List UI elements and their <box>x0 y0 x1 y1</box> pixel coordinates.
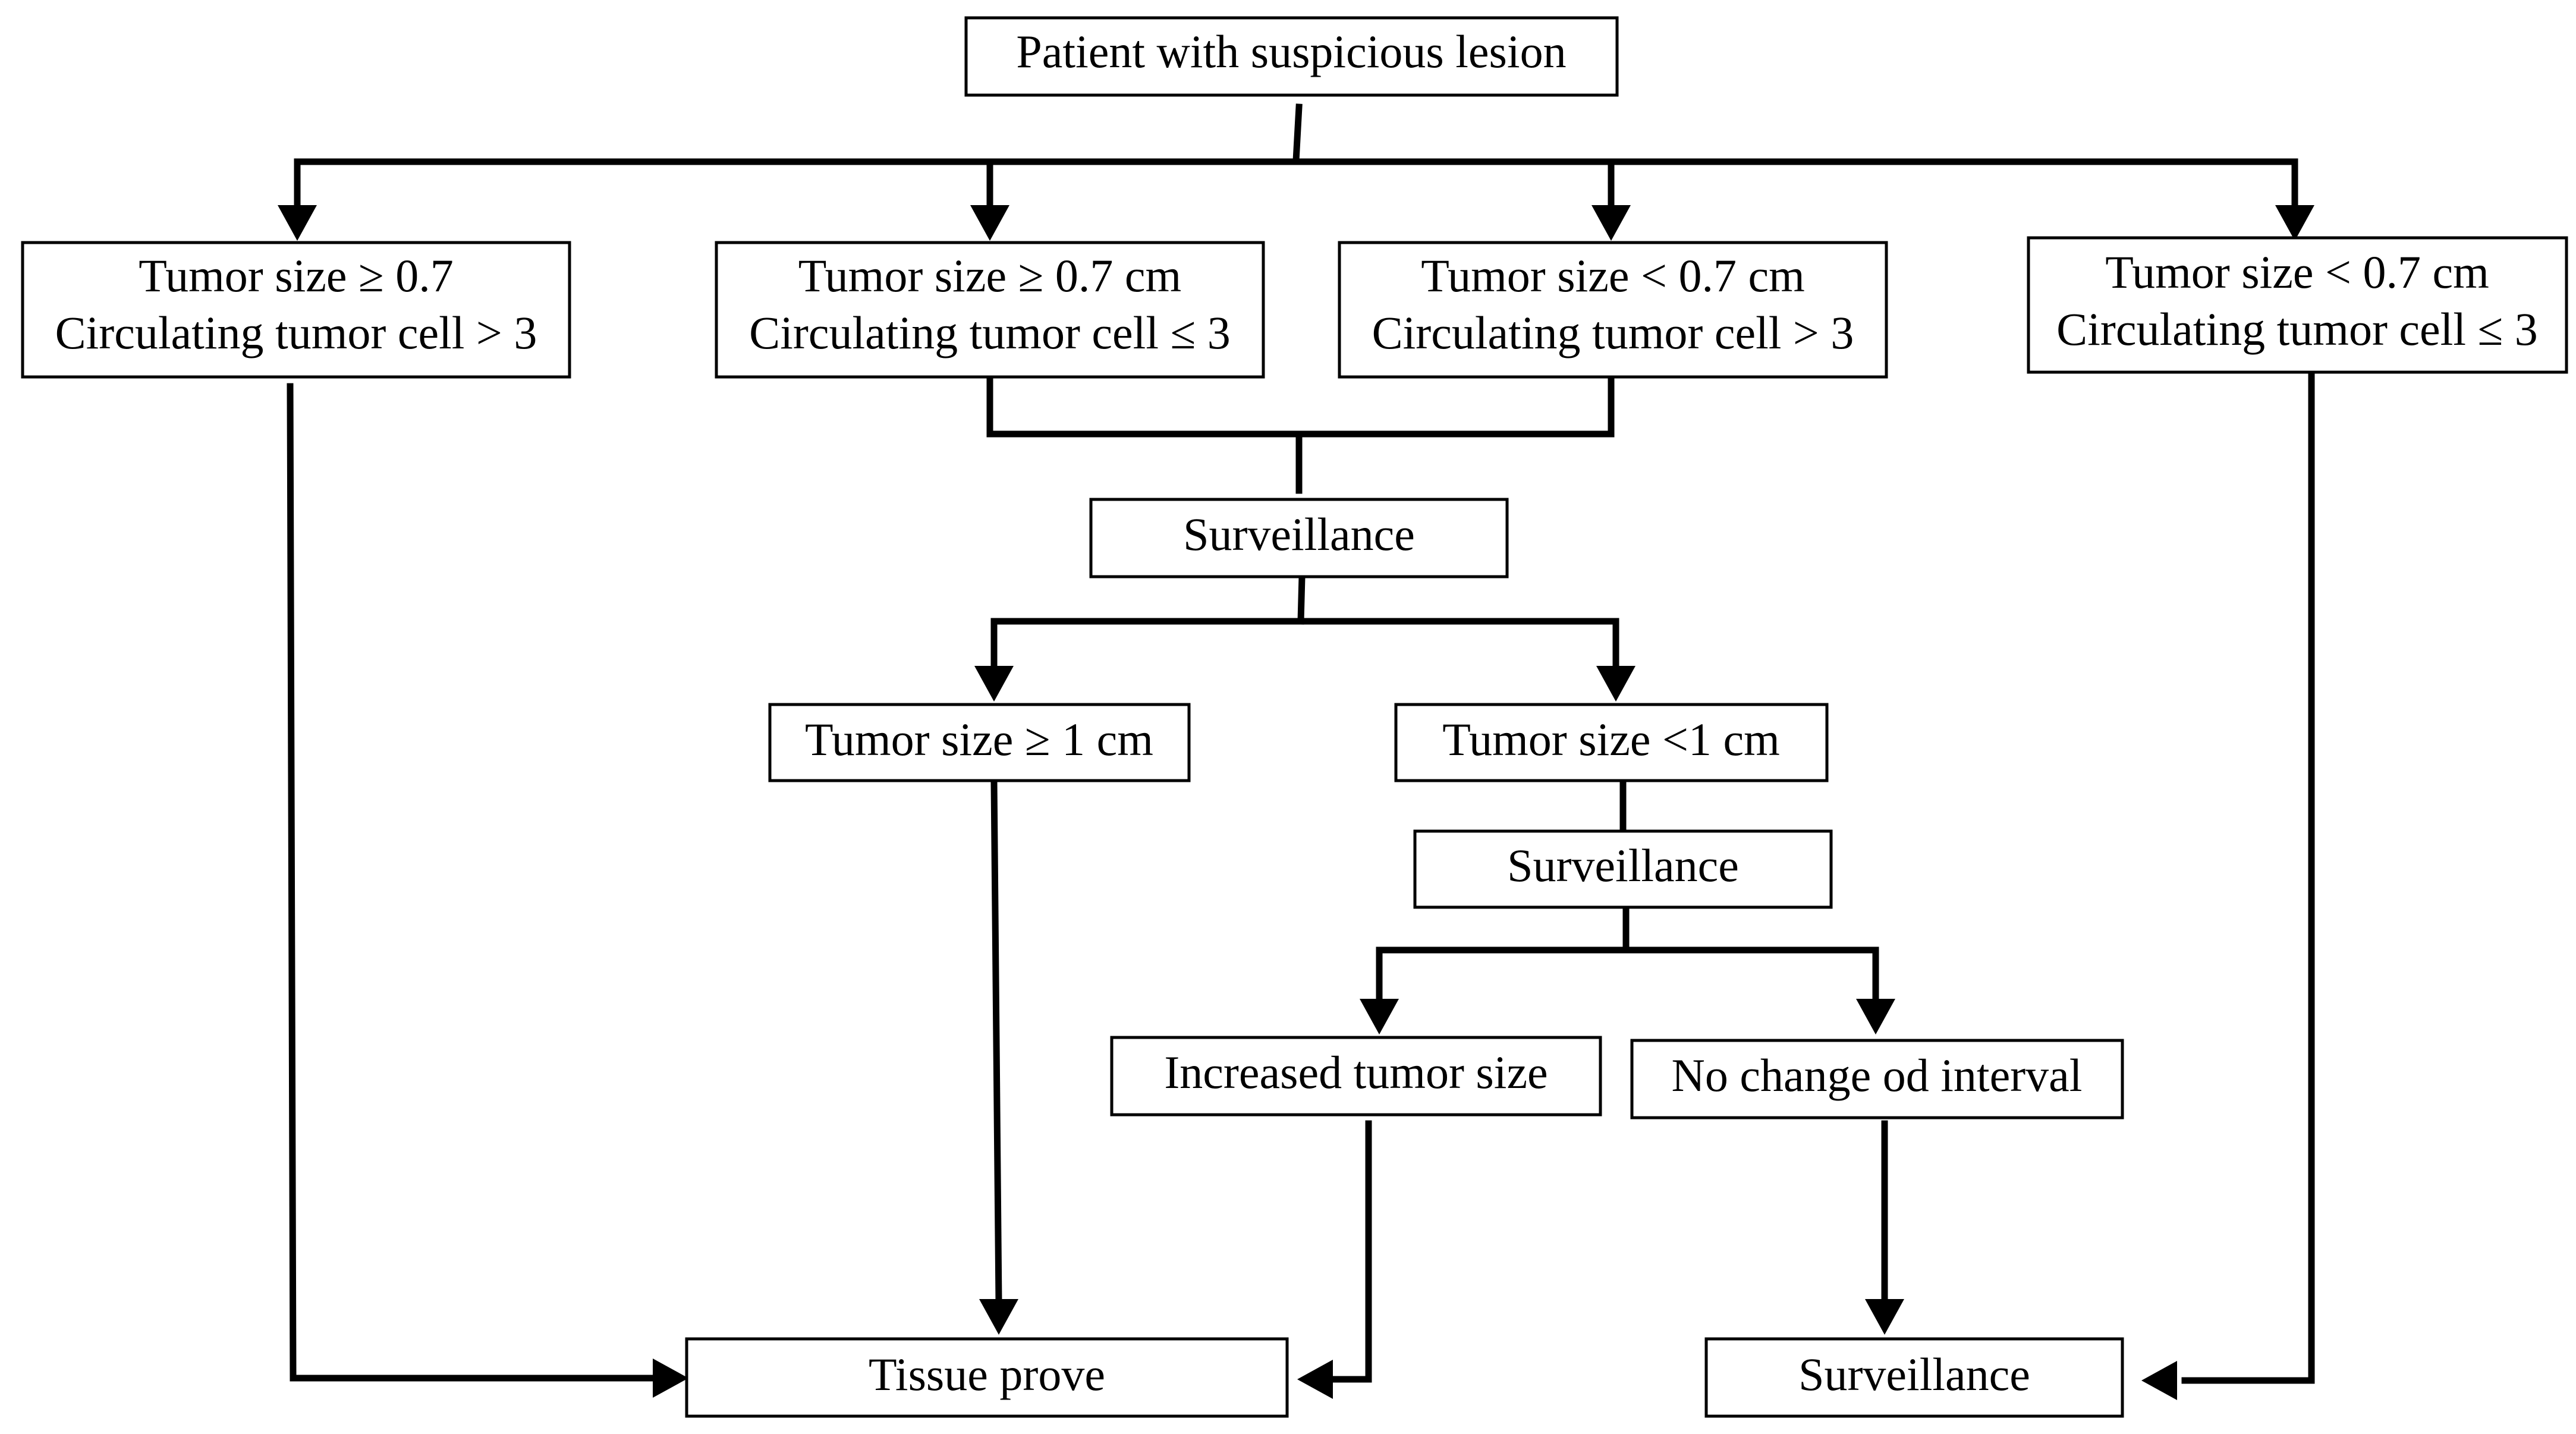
node-no-change-label: No change od interval <box>1672 1049 2083 1101</box>
node-tissue-prove-label: Tissue prove <box>869 1348 1105 1400</box>
node-no-change: No change od interval <box>1630 1039 2124 1119</box>
connectors <box>287 103 2315 1384</box>
connector-surveillance-1-split <box>990 573 1619 625</box>
node-surveillance-final-label: Surveillance <box>1798 1348 2030 1400</box>
connector-case-large-high-ctc-to-tissue-prove <box>287 383 663 1382</box>
node-surveillance-1-label: Surveillance <box>1183 508 1415 560</box>
node-increased-size: Increased tumor size <box>1110 1036 1602 1117</box>
arrowhead-case-small-high-ctc <box>1591 205 1631 241</box>
node-case-small-low-ctc-line-1: Tumor size < 0.7 cm <box>2105 246 2489 298</box>
node-case-small-low-ctc: Tumor size < 0.7 cm Circulating tumor ce… <box>2027 236 2568 374</box>
node-surveillance-1: Surveillance <box>1089 498 1509 578</box>
arrowhead-increased-size <box>1360 999 1399 1034</box>
node-size-ge-1cm: Tumor size ≥ 1 cm <box>768 703 1191 782</box>
node-case-small-high-ctc-line-1: Tumor size < 0.7 cm <box>1421 250 1805 301</box>
connector-increased-size-to-tissue-prove <box>1322 1120 1372 1383</box>
node-case-large-low-ctc: Tumor size ≥ 0.7 cm Circulating tumor ce… <box>715 241 1265 379</box>
node-surveillance-final: Surveillance <box>1704 1337 2124 1418</box>
node-increased-size-label: Increased tumor size <box>1164 1046 1548 1098</box>
arrowhead-tissue-prove-from-left <box>653 1358 688 1398</box>
connector-start-stem <box>1292 103 1303 164</box>
node-case-large-high-ctc-line-2: Circulating tumor cell > 3 <box>55 307 537 358</box>
node-case-large-low-ctc-line-1: Tumor size ≥ 0.7 cm <box>798 250 1181 301</box>
connector-case-small-low-ctc-to-surveillance <box>2181 371 2315 1384</box>
node-size-ge-1cm-label: Tumor size ≥ 1 cm <box>805 713 1153 765</box>
arrowhead-case-large-low-ctc <box>970 205 1009 241</box>
arrowhead-surveillance-from-top <box>1865 1299 1904 1335</box>
node-tissue-prove: Tissue prove <box>685 1337 1289 1418</box>
arrowhead-surveillance-from-right <box>2141 1361 2177 1400</box>
node-case-large-high-ctc: Tumor size ≥ 0.7 Circulating tumor cell … <box>21 241 571 379</box>
node-case-small-low-ctc-line-2: Circulating tumor cell ≤ 3 <box>2056 303 2538 355</box>
node-case-large-high-ctc-line-1: Tumor size ≥ 0.7 <box>139 250 454 301</box>
node-start: Patient with suspicious lesion <box>964 16 1619 97</box>
arrowhead-size-lt-1cm <box>1596 666 1635 702</box>
node-case-small-high-ctc-line-2: Circulating tumor cell > 3 <box>1372 307 1854 358</box>
arrowhead-case-small-low-ctc <box>2275 205 2314 241</box>
connector-size-ge-1cm-to-tissue-prove <box>990 778 1002 1306</box>
node-size-lt-1cm-label: Tumor size <1 cm <box>1442 713 1780 765</box>
arrowhead-tissue-prove-from-top <box>979 1299 1018 1335</box>
arrowheads <box>278 205 2314 1400</box>
node-start-label: Patient with suspicious lesion <box>1016 26 1566 77</box>
arrowhead-no-change <box>1856 999 1895 1034</box>
node-size-lt-1cm: Tumor size <1 cm <box>1394 703 1829 782</box>
arrowhead-tissue-prove-from-right <box>1297 1360 1333 1399</box>
arrowhead-size-ge-1cm <box>974 666 1014 702</box>
node-case-small-high-ctc: Tumor size < 0.7 cm Circulating tumor ce… <box>1338 241 1888 379</box>
connector-merge-middle-cases <box>986 374 1615 494</box>
node-surveillance-2-label: Surveillance <box>1507 839 1739 891</box>
connector-surveillance-2-split <box>1376 906 1879 954</box>
arrowhead-case-large-high-ctc <box>278 205 317 241</box>
node-surveillance-2: Surveillance <box>1413 829 1833 909</box>
node-case-large-low-ctc-line-2: Circulating tumor cell ≤ 3 <box>749 307 1231 358</box>
